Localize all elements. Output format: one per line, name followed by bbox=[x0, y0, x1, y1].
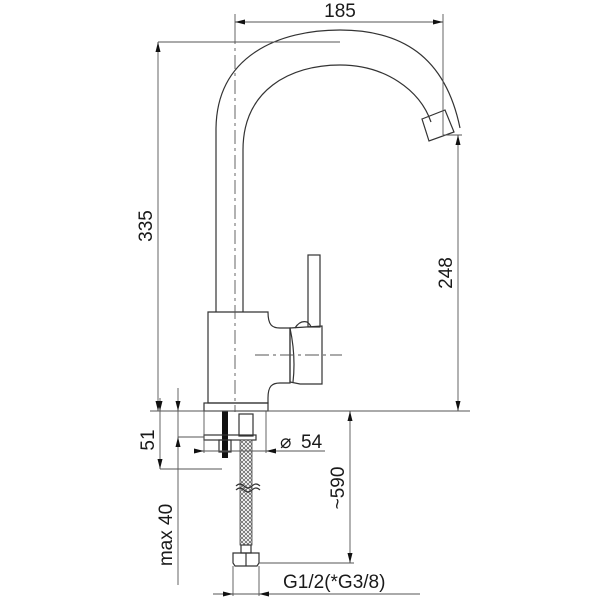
dim-diameter-symbol: ⌀ bbox=[280, 432, 291, 453]
spout-inner bbox=[242, 64, 432, 312]
dim-max40-label: max 40 bbox=[156, 504, 177, 566]
lever-handle bbox=[307, 254, 321, 328]
mixer-body bbox=[207, 311, 291, 404]
lever-cap bbox=[294, 321, 312, 329]
spout-outer bbox=[215, 29, 461, 312]
dimension-reach: 185 bbox=[234, 1, 444, 135]
handle-cartridge-edge bbox=[289, 327, 295, 383]
aerator-tip bbox=[421, 109, 455, 142]
hose-break-symbol bbox=[235, 483, 261, 489]
dimension-base-51: 51 bbox=[138, 398, 222, 470]
dimension-hose-length: ~590 bbox=[259, 411, 354, 564]
dim-height-label: 335 bbox=[136, 210, 157, 242]
dimension-outlet-height: 248 bbox=[436, 134, 462, 411]
dim-diameter-label: 54 bbox=[301, 432, 323, 453]
dimension-hole-diameter: ⌀ 54 bbox=[194, 411, 325, 454]
hose-top-fitting bbox=[238, 413, 254, 437]
dim-outlet-label: 248 bbox=[436, 257, 457, 289]
dimension-overall-height: 335 bbox=[136, 41, 470, 412]
dimension-max-40: max 40 bbox=[156, 388, 204, 585]
dim-hose-label: ~590 bbox=[328, 467, 349, 510]
base-flange bbox=[203, 402, 269, 412]
braided-hose bbox=[239, 439, 253, 546]
mounting-nut bbox=[218, 439, 232, 453]
dim-reach-label: 185 bbox=[324, 1, 356, 22]
dim-thread-label: G1/2(*G3/8) bbox=[283, 572, 385, 593]
handle-cartridge bbox=[289, 325, 323, 385]
hose-bottom-fitting bbox=[240, 544, 252, 554]
center-lines bbox=[234, 30, 342, 412]
faucet-outline bbox=[203, 29, 461, 567]
dim-51-label: 51 bbox=[138, 429, 159, 450]
hose-bottom-nut bbox=[232, 552, 260, 567]
dimension-thread: G1/2(*G3/8) bbox=[213, 566, 420, 597]
